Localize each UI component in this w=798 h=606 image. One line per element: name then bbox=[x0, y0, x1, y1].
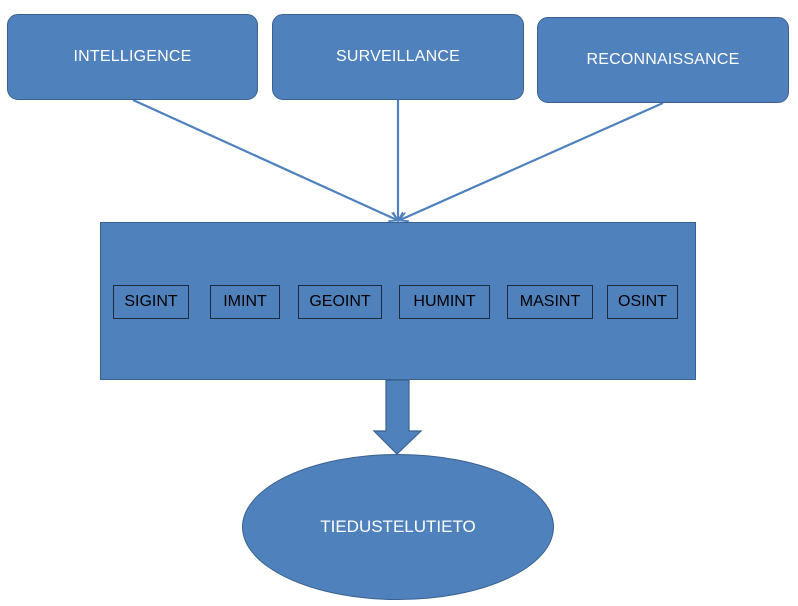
discipline-osint: OSINT bbox=[607, 285, 678, 319]
result-ellipse: TIEDUSTELUTIETO bbox=[242, 454, 554, 600]
discipline-label: MASINT bbox=[519, 293, 581, 310]
connector-intelligence bbox=[132, 98, 397, 220]
source-label-intelligence: INTELLIGENCE bbox=[73, 48, 192, 65]
discipline-imint: IMINT bbox=[210, 285, 280, 319]
source-box-reconnaissance: RECONNAISSANCE bbox=[537, 17, 789, 103]
discipline-label: GEOINT bbox=[309, 293, 371, 310]
source-box-intelligence: INTELLIGENCE bbox=[7, 14, 258, 100]
discipline-geoint: GEOINT bbox=[298, 285, 382, 319]
discipline-label: OSINT bbox=[618, 293, 667, 310]
result-label: TIEDUSTELUTIETO bbox=[320, 517, 476, 536]
discipline-humint: HUMINT bbox=[399, 285, 490, 319]
source-label-reconnaissance: RECONNAISSANCE bbox=[586, 51, 740, 68]
block-arrow-down bbox=[372, 379, 423, 455]
discipline-sigint: SIGINT bbox=[113, 285, 189, 319]
disciplines-container bbox=[100, 222, 696, 380]
source-box-surveillance: SURVEILLANCE bbox=[272, 14, 524, 100]
discipline-label: HUMINT bbox=[413, 293, 476, 310]
discipline-label: IMINT bbox=[223, 293, 267, 310]
source-label-surveillance: SURVEILLANCE bbox=[336, 48, 460, 65]
discipline-label: SIGINT bbox=[124, 293, 178, 310]
connector-reconnaissance bbox=[400, 101, 664, 220]
discipline-masint: MASINT bbox=[507, 285, 593, 319]
